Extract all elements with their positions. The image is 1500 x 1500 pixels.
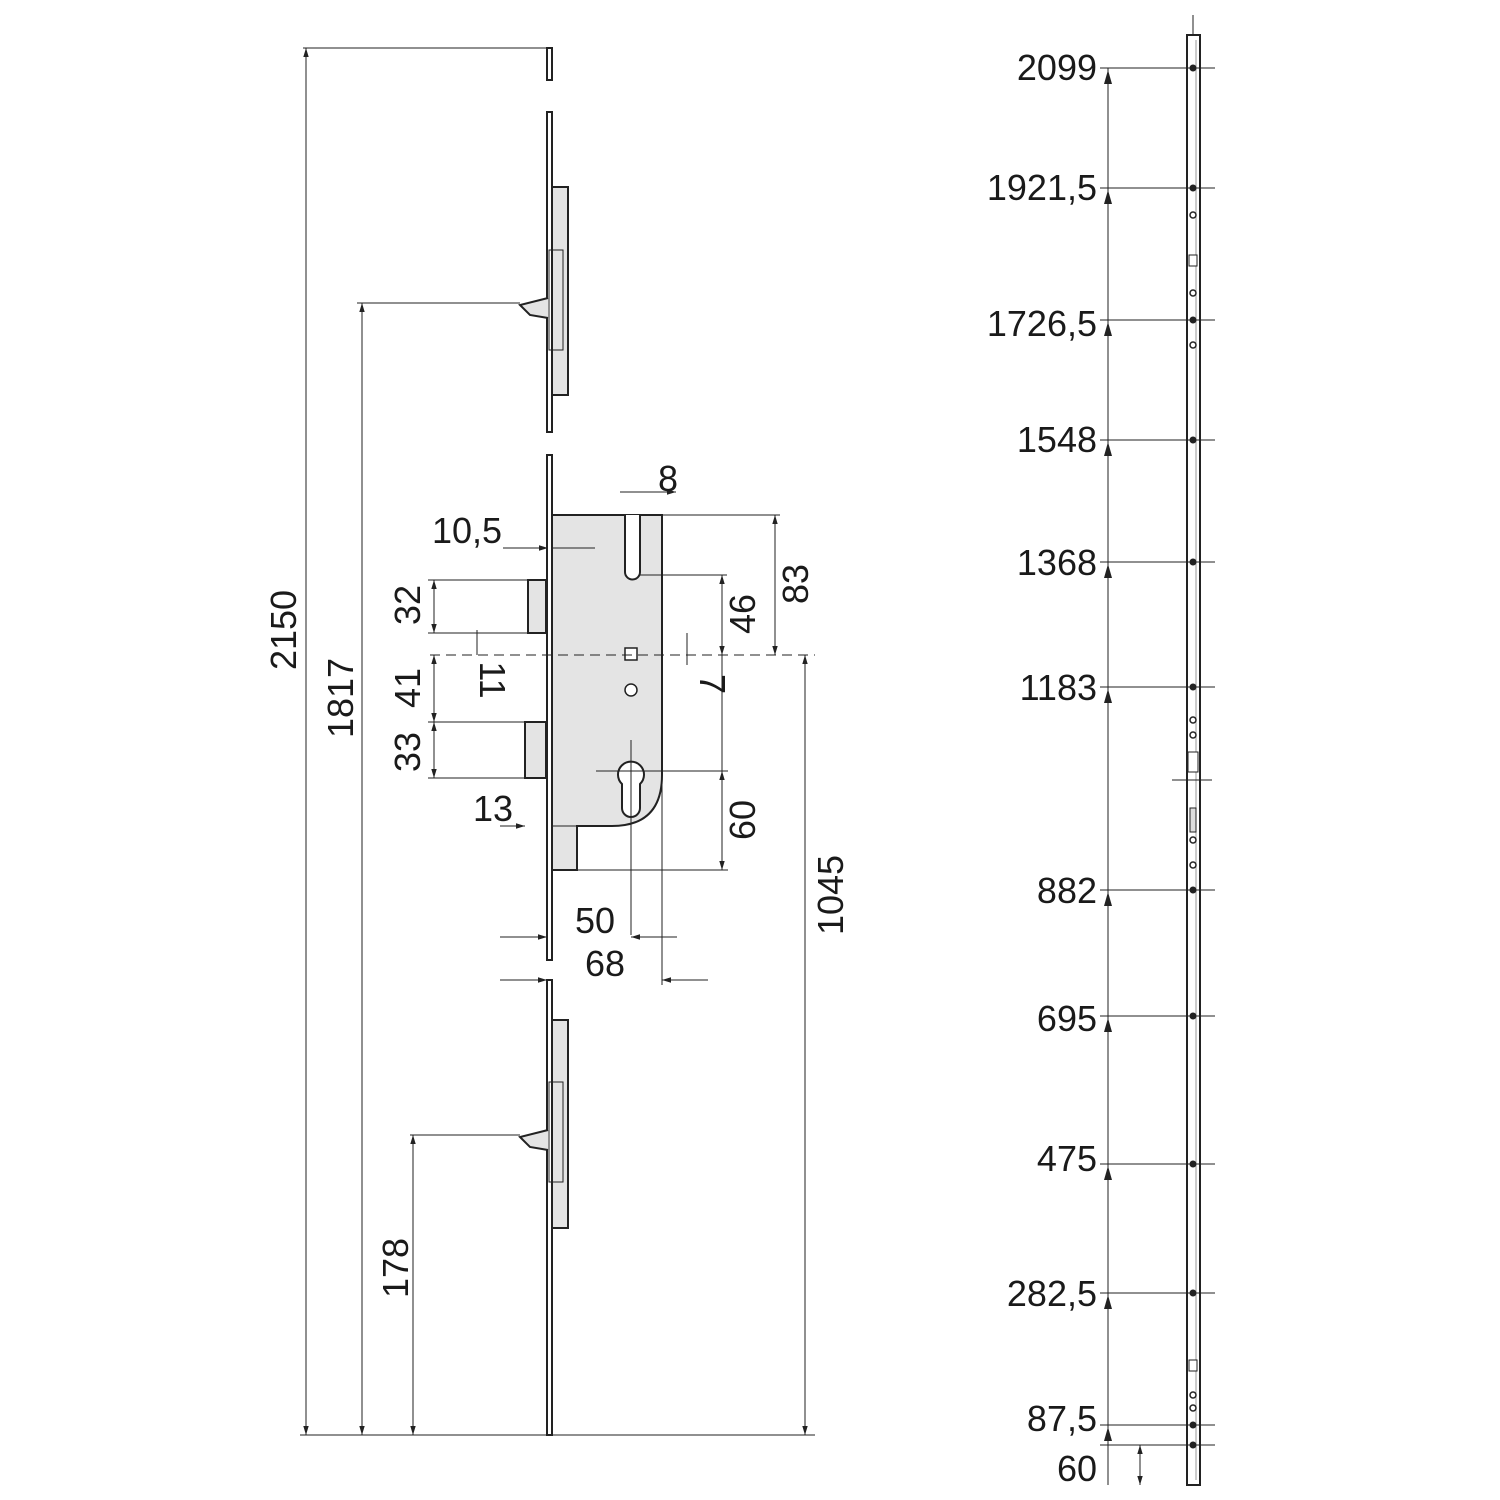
level-label: 60 bbox=[1057, 1448, 1097, 1489]
level-label: 475 bbox=[1037, 1138, 1097, 1179]
slot bbox=[624, 515, 641, 581]
level-markers: 2099 1921,5 1726,5 1548 1368 1183 882 695 475 282… bbox=[987, 47, 1215, 1489]
level-label: 2099 bbox=[1017, 47, 1097, 88]
dim-slot-width: 8 bbox=[658, 458, 678, 499]
fixing-hole bbox=[1189, 436, 1197, 444]
dim-lower-hook: 178 bbox=[375, 1238, 416, 1298]
dim-follower-square: 7 bbox=[692, 674, 733, 694]
dim-bolt-throw: 13 bbox=[473, 788, 513, 829]
small-hole bbox=[1189, 861, 1197, 869]
level-label: 1183 bbox=[1020, 667, 1097, 708]
upper-hook-assembly bbox=[518, 186, 569, 396]
spindle-hole bbox=[624, 683, 638, 697]
small-hole bbox=[1189, 289, 1197, 297]
fixing-hole bbox=[1189, 64, 1197, 72]
deadbolt bbox=[524, 721, 547, 779]
fixing-hole bbox=[1189, 184, 1197, 192]
small-hole bbox=[1189, 731, 1197, 739]
dim-upper-hook: 1817 bbox=[320, 658, 361, 738]
level-label: 1548 bbox=[1017, 419, 1097, 460]
left-dimension-labels: 2150 1817 178 1045 32 41 33 11 46 83 60 … bbox=[263, 458, 851, 1298]
dim-bolt-height: 33 bbox=[387, 732, 428, 772]
dim-latch-throw: 10,5 bbox=[432, 510, 502, 551]
small-hole bbox=[1189, 211, 1197, 219]
dim-latch-offset: 11 bbox=[472, 661, 513, 698]
fixing-hole bbox=[1189, 886, 1197, 894]
level-label: 1726,5 bbox=[987, 303, 1097, 344]
level-label: 282,5 bbox=[1007, 1273, 1097, 1314]
fixing-hole bbox=[1189, 1012, 1197, 1020]
level-label: 695 bbox=[1037, 998, 1097, 1039]
level-label: 1921,5 bbox=[987, 167, 1097, 208]
dim-case-depth: 68 bbox=[585, 943, 625, 984]
dim-follower-to-cylinder: 60 bbox=[722, 800, 763, 840]
level-label: 87,5 bbox=[1027, 1398, 1097, 1439]
fixing-hole bbox=[1189, 558, 1197, 566]
side-strip bbox=[1135, 15, 1215, 1486]
dim-handle-height: 1045 bbox=[810, 855, 851, 935]
latch bbox=[527, 579, 547, 634]
lower-hook-assembly bbox=[518, 1019, 569, 1229]
dim-slot-to-follower: 46 bbox=[722, 594, 763, 634]
small-hole bbox=[1189, 341, 1197, 349]
level-label: 1368 bbox=[1017, 542, 1097, 583]
fixing-hole bbox=[1189, 1421, 1197, 1429]
small-hole bbox=[1189, 1404, 1197, 1412]
dimension-lines bbox=[300, 47, 815, 1436]
follower-square bbox=[624, 647, 638, 661]
level-label: 882 bbox=[1037, 870, 1097, 911]
fixing-hole bbox=[1189, 1160, 1197, 1168]
small-hole bbox=[1189, 836, 1197, 844]
dim-total-height: 2150 bbox=[263, 590, 304, 670]
small-hole bbox=[1189, 716, 1197, 724]
dim-top-to-follower: 83 bbox=[775, 564, 816, 604]
dim-backset: 50 bbox=[575, 900, 615, 941]
fixing-hole bbox=[1189, 316, 1197, 324]
fixing-hole bbox=[1189, 1289, 1197, 1297]
lock-case bbox=[524, 514, 663, 871]
dim-latch-height: 32 bbox=[387, 585, 428, 625]
fixing-hole bbox=[1189, 683, 1197, 691]
small-hole bbox=[1189, 1391, 1197, 1399]
dim-bolt-gap: 41 bbox=[387, 668, 428, 708]
fixing-hole bbox=[1189, 1441, 1197, 1449]
